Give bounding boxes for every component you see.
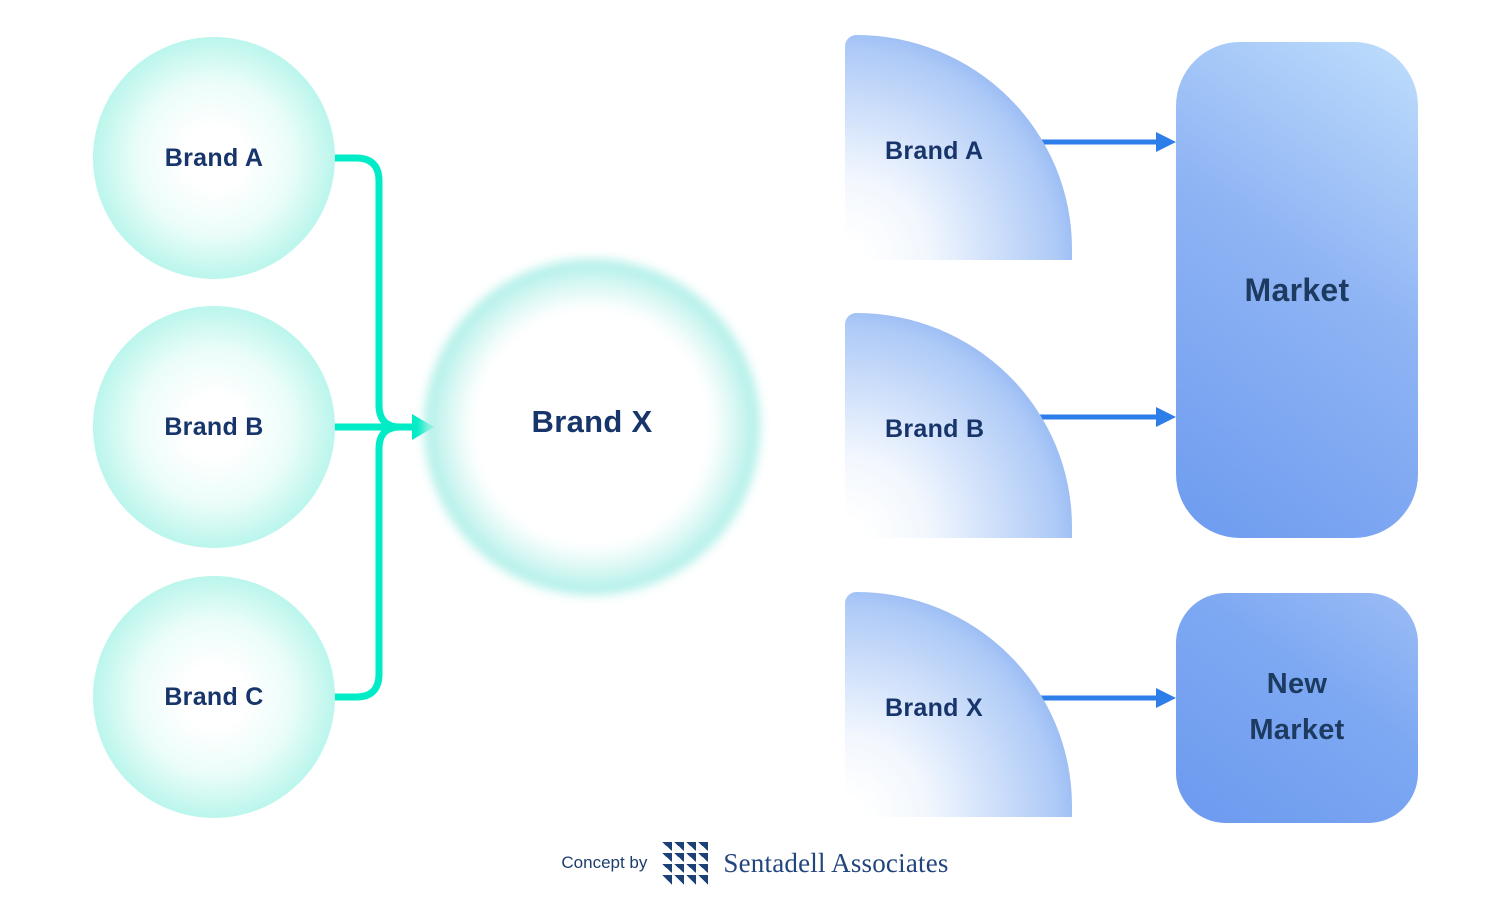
brand-b-label: Brand B [164, 412, 264, 441]
arrowhead-brand-x-icon [1156, 688, 1176, 708]
company-name-label: Sentadell Associates [723, 847, 949, 878]
source-circle-brand-a: Brand A [93, 37, 335, 279]
quarter-brand-b: Brand B [845, 313, 1072, 538]
merge-connector-brand-a [331, 154, 404, 431]
new-market-box: New Market [1176, 593, 1418, 823]
sentadell-logo-icon [662, 841, 709, 885]
right-brand-a-label: Brand A [885, 136, 984, 165]
arrowhead-brand-b-icon [1156, 407, 1176, 427]
right-brand-x-label: Brand X [885, 693, 983, 722]
right-brand-b-label: Brand B [885, 414, 985, 443]
source-circle-brand-b: Brand B [93, 306, 335, 548]
arrowhead-brand-a-icon [1156, 132, 1176, 152]
brand-c-label: Brand C [164, 682, 264, 711]
brand-x-ring [424, 259, 760, 595]
attribution-footer: Concept by Sentadell Associates [0, 838, 1510, 888]
source-circle-brand-c: Brand C [93, 576, 335, 818]
brand-x-label: Brand X [531, 404, 653, 439]
market-label: Market [1244, 271, 1350, 308]
brand-a-label: Brand A [164, 143, 264, 172]
quarter-brand-a: Brand A [845, 35, 1072, 260]
market-box: Market [1176, 42, 1418, 538]
new-market-label: New Market [1249, 668, 1345, 746]
quarter-brand-x: Brand X [845, 592, 1072, 817]
merge-connector-brand-c [331, 423, 404, 701]
concept-by-label: Concept by [561, 853, 648, 872]
